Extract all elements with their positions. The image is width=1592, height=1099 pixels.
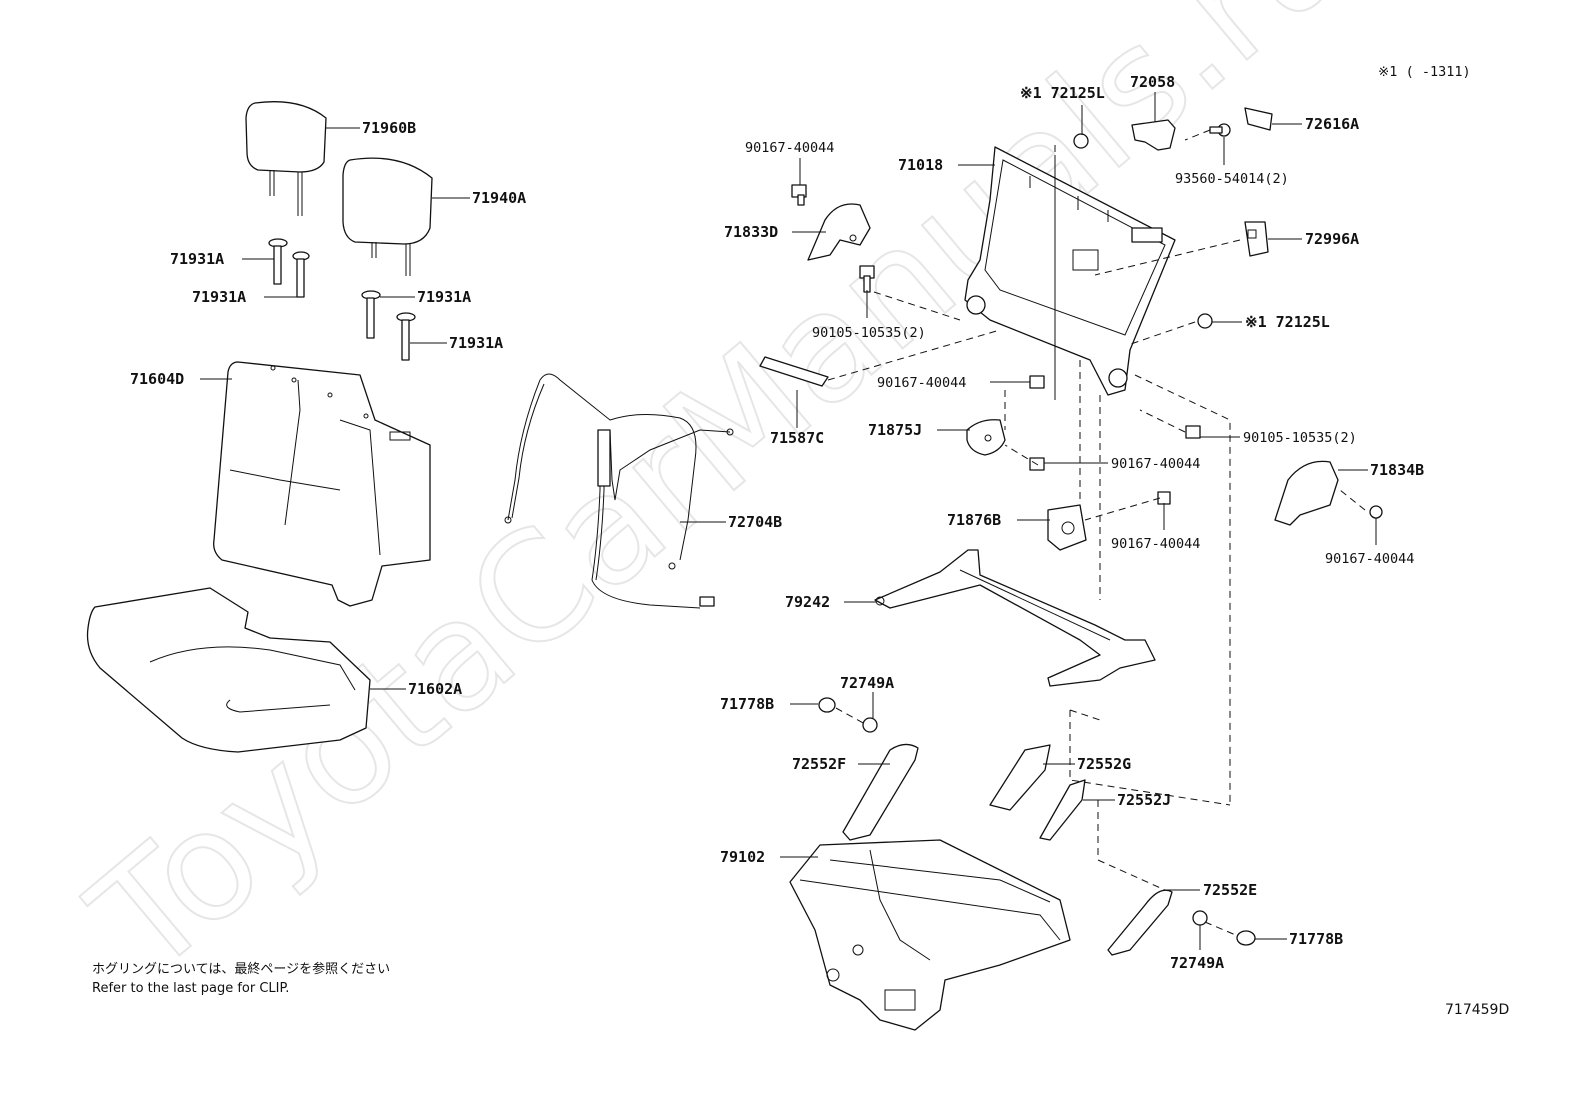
label-72125L-top[interactable]: ※1 72125L	[1020, 84, 1105, 102]
label-90167-40044-b[interactable]: 90167-40044	[877, 375, 966, 391]
latch-72996A[interactable]	[1244, 221, 1269, 257]
label-72552E[interactable]: 72552E	[1203, 881, 1257, 899]
label-72058[interactable]: 72058	[1130, 73, 1175, 91]
hinge-79242[interactable]	[874, 549, 1156, 687]
label-72552G[interactable]: 72552G	[1077, 755, 1131, 773]
frame-79102[interactable]	[789, 839, 1071, 1031]
cover-71834B[interactable]	[1274, 460, 1339, 526]
label-71960B[interactable]: 71960B	[362, 119, 416, 137]
support-71931A-1[interactable]	[268, 238, 288, 285]
cap-71778B-right[interactable]	[1236, 930, 1256, 946]
assembly-lines	[827, 129, 1366, 937]
note-japanese: ホグリングについては、最終ページを参照ください	[92, 962, 391, 977]
label-71931A-2[interactable]: 71931A	[192, 288, 246, 306]
diagram-code: 717459D	[1445, 1002, 1510, 1018]
label-90105-10535-b[interactable]: 90105-10535(2)	[1243, 430, 1357, 446]
label-90167-40044-e[interactable]: 90167-40044	[1325, 551, 1414, 567]
label-90167-40044-a[interactable]: 90167-40044	[745, 140, 834, 156]
bracket-72616A[interactable]	[1244, 107, 1273, 131]
label-71778B-right[interactable]: 71778B	[1289, 930, 1343, 948]
label-71931A-3[interactable]: 71931A	[417, 288, 471, 306]
label-72749A-bottom[interactable]: 72749A	[1170, 954, 1224, 972]
note-english: Refer to the last page for CLIP.	[92, 981, 290, 996]
headrest-71960B[interactable]	[245, 101, 327, 216]
nut-72749A-top[interactable]	[862, 717, 878, 733]
label-71876B[interactable]: 71876B	[947, 511, 1001, 529]
cover-71875J[interactable]	[966, 419, 1006, 456]
part-labels: 71960B 71940A 71931A 71931A 71931A 71931…	[130, 73, 1424, 972]
label-72552J[interactable]: 72552J	[1117, 791, 1171, 809]
label-90105-10535-a[interactable]: 90105-10535(2)	[812, 325, 926, 341]
label-71833D[interactable]: 71833D	[724, 223, 778, 241]
leader-lines	[200, 92, 1377, 950]
label-72996A[interactable]: 72996A	[1305, 230, 1359, 248]
label-71778B-left[interactable]: 71778B	[720, 695, 774, 713]
bolt-90105-10535-b[interactable]	[1185, 425, 1201, 439]
support-71931A-4[interactable]	[396, 312, 416, 361]
headrest-71940A[interactable]	[342, 157, 433, 276]
bracket-72552F[interactable]	[842, 743, 919, 841]
label-72616A[interactable]: 72616A	[1305, 115, 1359, 133]
strip-71587C[interactable]	[759, 356, 829, 387]
cover-71833D[interactable]	[807, 203, 871, 261]
label-71602A[interactable]: 71602A	[408, 680, 462, 698]
bolt-90167-40044-e[interactable]	[1369, 505, 1383, 519]
bracket-72058[interactable]	[1131, 119, 1176, 151]
label-71940A[interactable]: 71940A	[472, 189, 526, 207]
label-71604D[interactable]: 71604D	[130, 370, 184, 388]
bolt-90167-40044-a[interactable]	[791, 184, 807, 206]
label-79102[interactable]: 79102	[720, 848, 765, 866]
label-72704B[interactable]: 72704B	[728, 513, 782, 531]
bolt-93560-54014[interactable]	[1209, 123, 1231, 137]
cable-72704B[interactable]	[504, 373, 734, 609]
nut-72749A-bottom[interactable]	[1192, 910, 1208, 926]
bracket-72552G[interactable]	[989, 744, 1051, 811]
label-93560-54014[interactable]: 93560-54014(2)	[1175, 171, 1289, 187]
cushion-cover-71602A[interactable]	[86, 587, 371, 753]
cap-71778B-left[interactable]	[818, 697, 836, 713]
label-72749A-top[interactable]: 72749A	[840, 674, 894, 692]
bracket-72552E[interactable]	[1107, 889, 1173, 956]
label-71931A-4[interactable]: 71931A	[449, 334, 503, 352]
bracket-71876B[interactable]	[1047, 504, 1087, 551]
label-71587C[interactable]: 71587C	[770, 429, 824, 447]
support-71931A-2[interactable]	[292, 251, 310, 298]
label-72125L-mid[interactable]: ※1 72125L	[1245, 313, 1330, 331]
bolt-90105-10535-a[interactable]	[859, 265, 875, 293]
label-71834B[interactable]: 71834B	[1370, 461, 1424, 479]
label-72552F[interactable]: 72552F	[792, 755, 846, 773]
label-79242[interactable]: 79242	[785, 593, 830, 611]
label-90167-40044-d[interactable]: 90167-40044	[1111, 536, 1200, 552]
label-71875J[interactable]: 71875J	[868, 421, 922, 439]
support-71931A-3[interactable]	[361, 290, 381, 339]
label-71931A-1[interactable]: 71931A	[170, 250, 224, 268]
label-71018[interactable]: 71018	[898, 156, 943, 174]
clip-72125L-mid[interactable]	[1197, 313, 1213, 329]
bracket-72552J[interactable]	[1039, 779, 1086, 841]
header-note: ※1 ( -1311)	[1378, 64, 1471, 80]
bolt-90167-40044-b[interactable]	[1029, 375, 1045, 389]
seatback-cover-71604D[interactable]	[213, 361, 431, 607]
clip-72125L-top[interactable]	[1073, 133, 1089, 149]
label-90167-40044-c[interactable]: 90167-40044	[1111, 456, 1200, 472]
